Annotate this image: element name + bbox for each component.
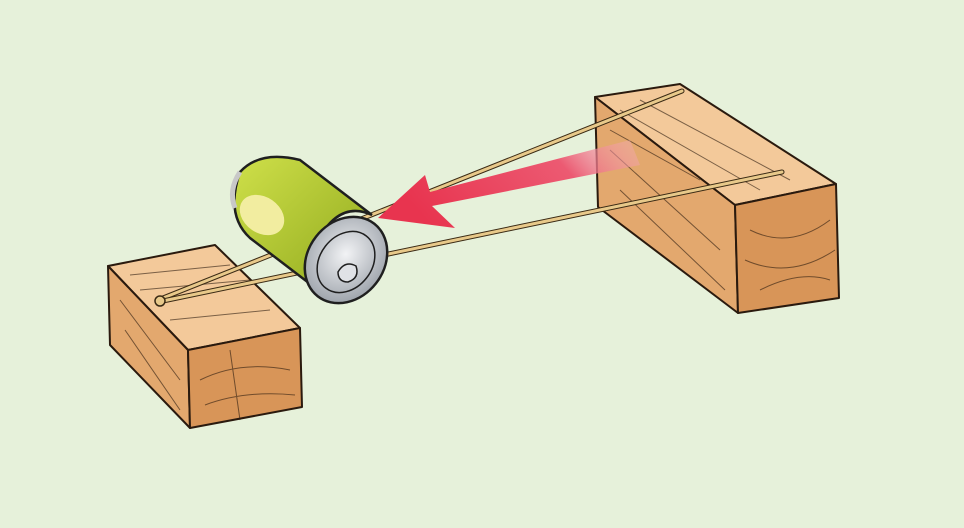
stick-knot (154, 295, 166, 307)
pull-tab-icon (337, 263, 358, 283)
can-highlight (239, 194, 285, 236)
direction-arrow (378, 140, 640, 228)
rolling-can (229, 155, 389, 305)
can-lid (303, 215, 389, 305)
left-wood-block (107, 244, 303, 429)
